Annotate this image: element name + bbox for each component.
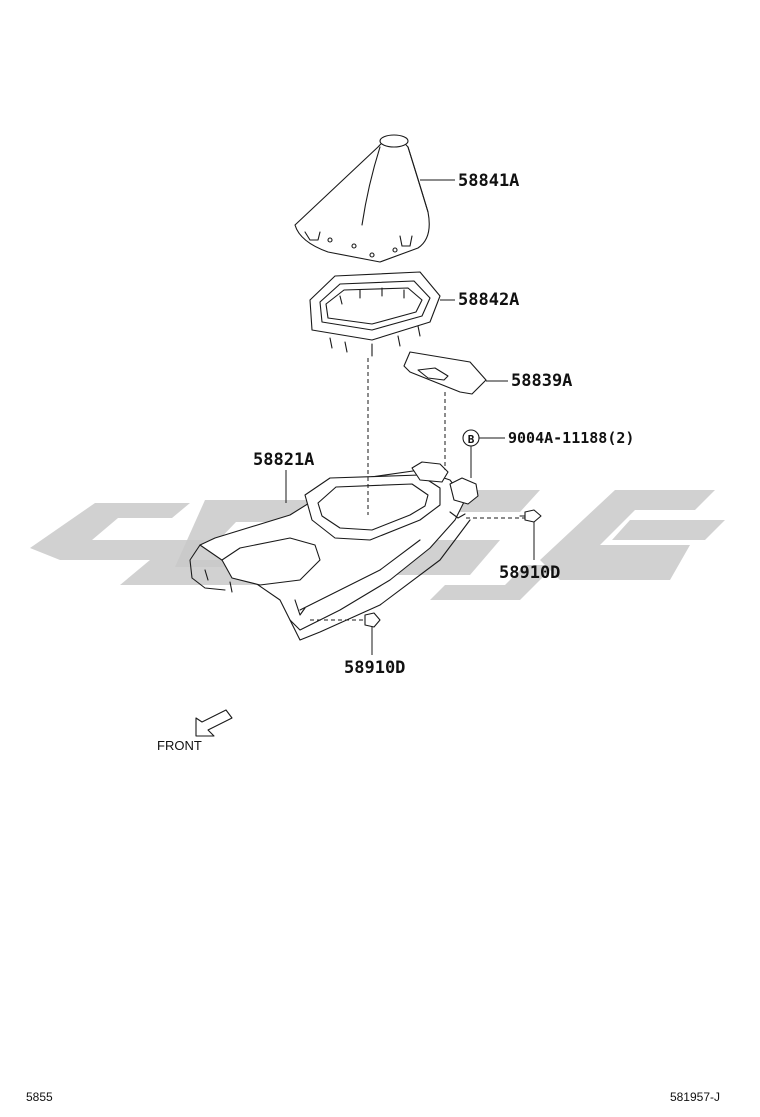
footer-right-code: 581957-J — [670, 1090, 720, 1104]
front-arrow-icon — [195, 709, 233, 737]
label-clip-right: 58910D — [499, 563, 560, 583]
label-58841A: 58841A — [458, 171, 519, 191]
console-box-drawing — [189, 461, 479, 641]
bolt-part-number: 9004A-11188 — [508, 429, 607, 447]
boot-retainer-drawing — [309, 271, 441, 357]
trim-panel-drawing — [403, 351, 487, 395]
clip-bottom-drawing — [364, 612, 381, 628]
shift-boot-drawing — [294, 134, 430, 263]
label-clip-bottom: 58910D — [344, 658, 405, 678]
clip-right-drawing — [519, 509, 542, 523]
label-58839A: 58839A — [511, 371, 572, 391]
bolt-badge-letter: B — [468, 433, 475, 446]
alignment-lines — [310, 358, 525, 621]
front-direction-indicator: FRONT — [157, 709, 233, 753]
front-label: FRONT — [157, 738, 202, 753]
label-bolt: 9004A-11188(2) — [508, 429, 634, 447]
label-58842A: 58842A — [458, 290, 519, 310]
bolt-quantity: (2) — [607, 429, 634, 447]
label-58821A: 58821A — [253, 450, 314, 470]
footer-left-code: 5855 — [26, 1090, 53, 1104]
bolt-callout: B 9004A-11188(2) — [462, 429, 634, 478]
